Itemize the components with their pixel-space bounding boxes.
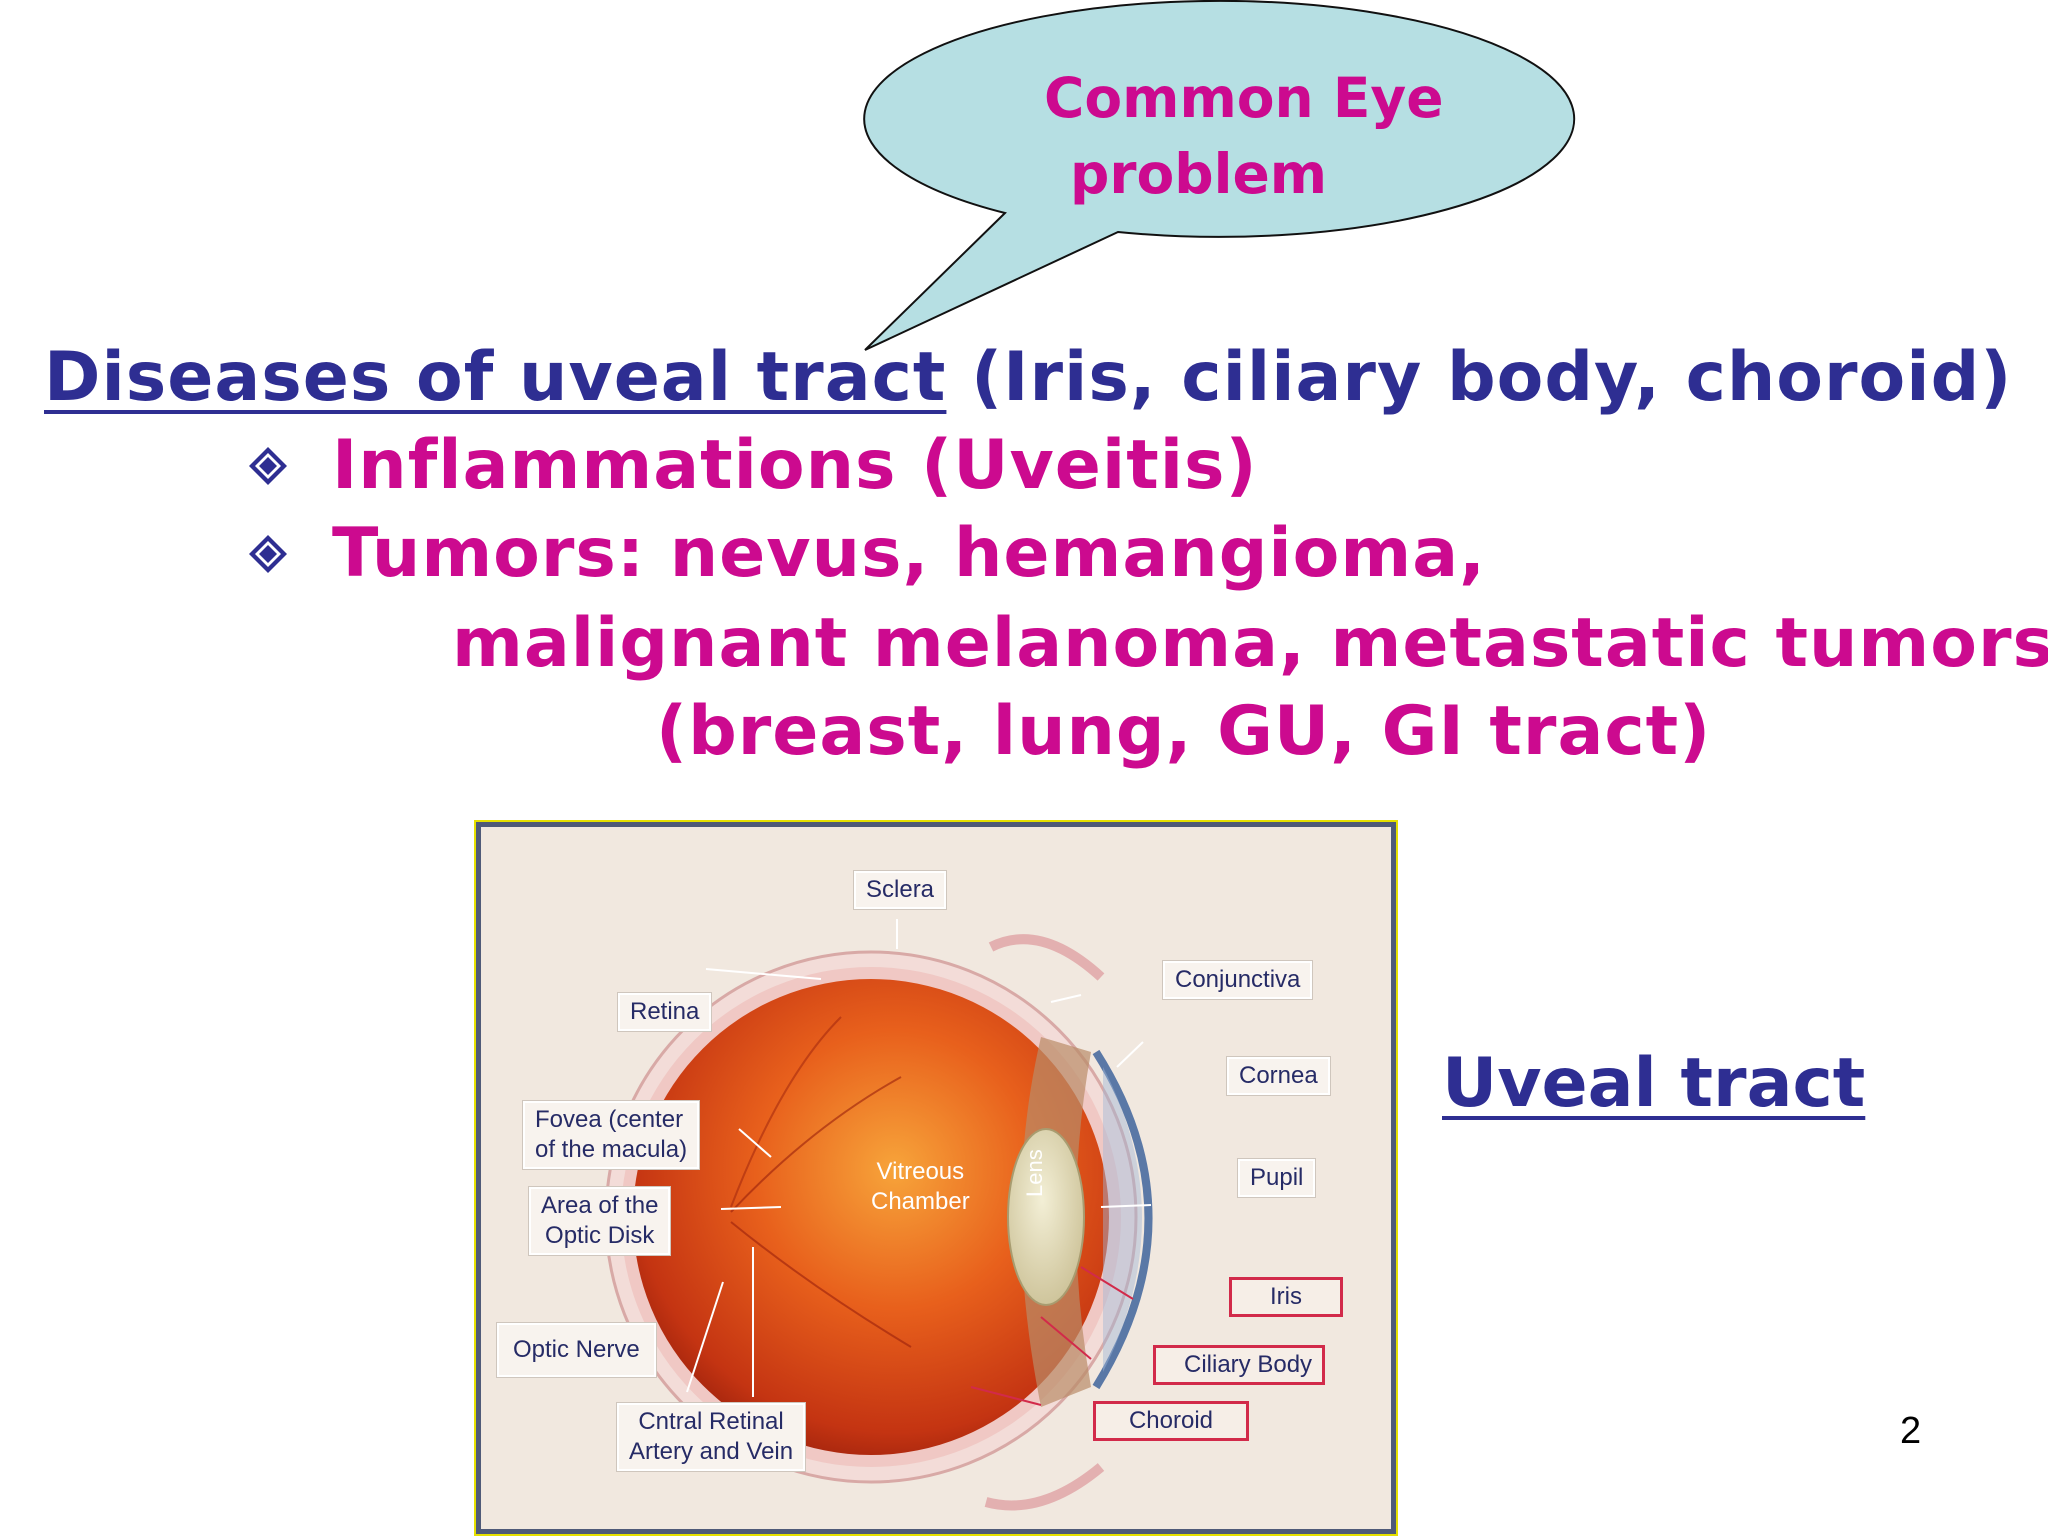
- label-fovea-line-1: Fovea (center: [535, 1106, 683, 1133]
- label-cornea: Cornea: [1227, 1057, 1330, 1095]
- label-fovea: Fovea (center of the macula): [523, 1101, 699, 1169]
- slide-heading: Diseases of uveal tract (Iris, ciliary b…: [44, 338, 2012, 417]
- label-optic-disk: Area of the Optic Disk: [529, 1187, 670, 1255]
- callout-text: Common Eye problem: [1000, 60, 1460, 212]
- label-optic-disk-line-2: Optic Disk: [545, 1222, 654, 1249]
- label-iris: Iris: [1229, 1277, 1343, 1317]
- label-choroid: Choroid: [1093, 1401, 1249, 1441]
- bullet-text: Tumors: nevus, hemangioma,: [332, 514, 1486, 593]
- bullet-text: Inflammations (Uveitis): [332, 426, 1258, 505]
- label-optic-nerve: Optic Nerve: [497, 1323, 656, 1377]
- label-pupil: Pupil: [1238, 1159, 1315, 1197]
- callout-line-1: Common Eye: [1000, 60, 1460, 136]
- label-vitreous-line-1: Vitreous: [877, 1158, 965, 1185]
- eye-anatomy-figure: Sclera Retina Conjunctiva Cornea Fovea (…: [474, 820, 1398, 1536]
- heading-rest: (Iris, ciliary body, choroid): [946, 338, 2012, 417]
- label-fovea-line-2: of the macula): [535, 1136, 687, 1163]
- diamond-bullet-icon: [248, 534, 288, 574]
- label-optic-disk-line-1: Area of the: [541, 1192, 658, 1219]
- callout-line-2: problem: [1000, 136, 1460, 212]
- label-conjunctiva: Conjunctiva: [1163, 961, 1312, 999]
- bullet-continuation: (breast, lung, GU, GI tract): [656, 692, 1711, 771]
- label-vitreous-chamber: Vitreous Chamber: [871, 1157, 970, 1217]
- label-vitreous-line-2: Chamber: [871, 1188, 970, 1215]
- page-number: 2: [1900, 1410, 1921, 1453]
- label-ciliary-body: Ciliary Body: [1153, 1345, 1325, 1385]
- bullet-continuation: malignant melanoma, metastatic tumors: [452, 604, 2048, 683]
- label-retina: Retina: [618, 993, 711, 1031]
- label-lens: Lens: [1022, 1149, 1048, 1197]
- bullet-item: Tumors: nevus, hemangioma,: [248, 514, 1486, 593]
- bullet-item: Inflammations (Uveitis): [248, 426, 1258, 505]
- label-central-retinal-line-1: Cntral Retinal: [638, 1408, 783, 1435]
- diamond-bullet-icon: [248, 446, 288, 486]
- label-central-retinal: Cntral Retinal Artery and Vein: [617, 1403, 805, 1471]
- heading-underlined: Diseases of uveal tract: [44, 338, 946, 417]
- label-sclera: Sclera: [854, 871, 946, 909]
- uveal-tract-label: Uveal tract: [1442, 1044, 1865, 1123]
- label-central-retinal-line-2: Artery and Vein: [629, 1438, 793, 1465]
